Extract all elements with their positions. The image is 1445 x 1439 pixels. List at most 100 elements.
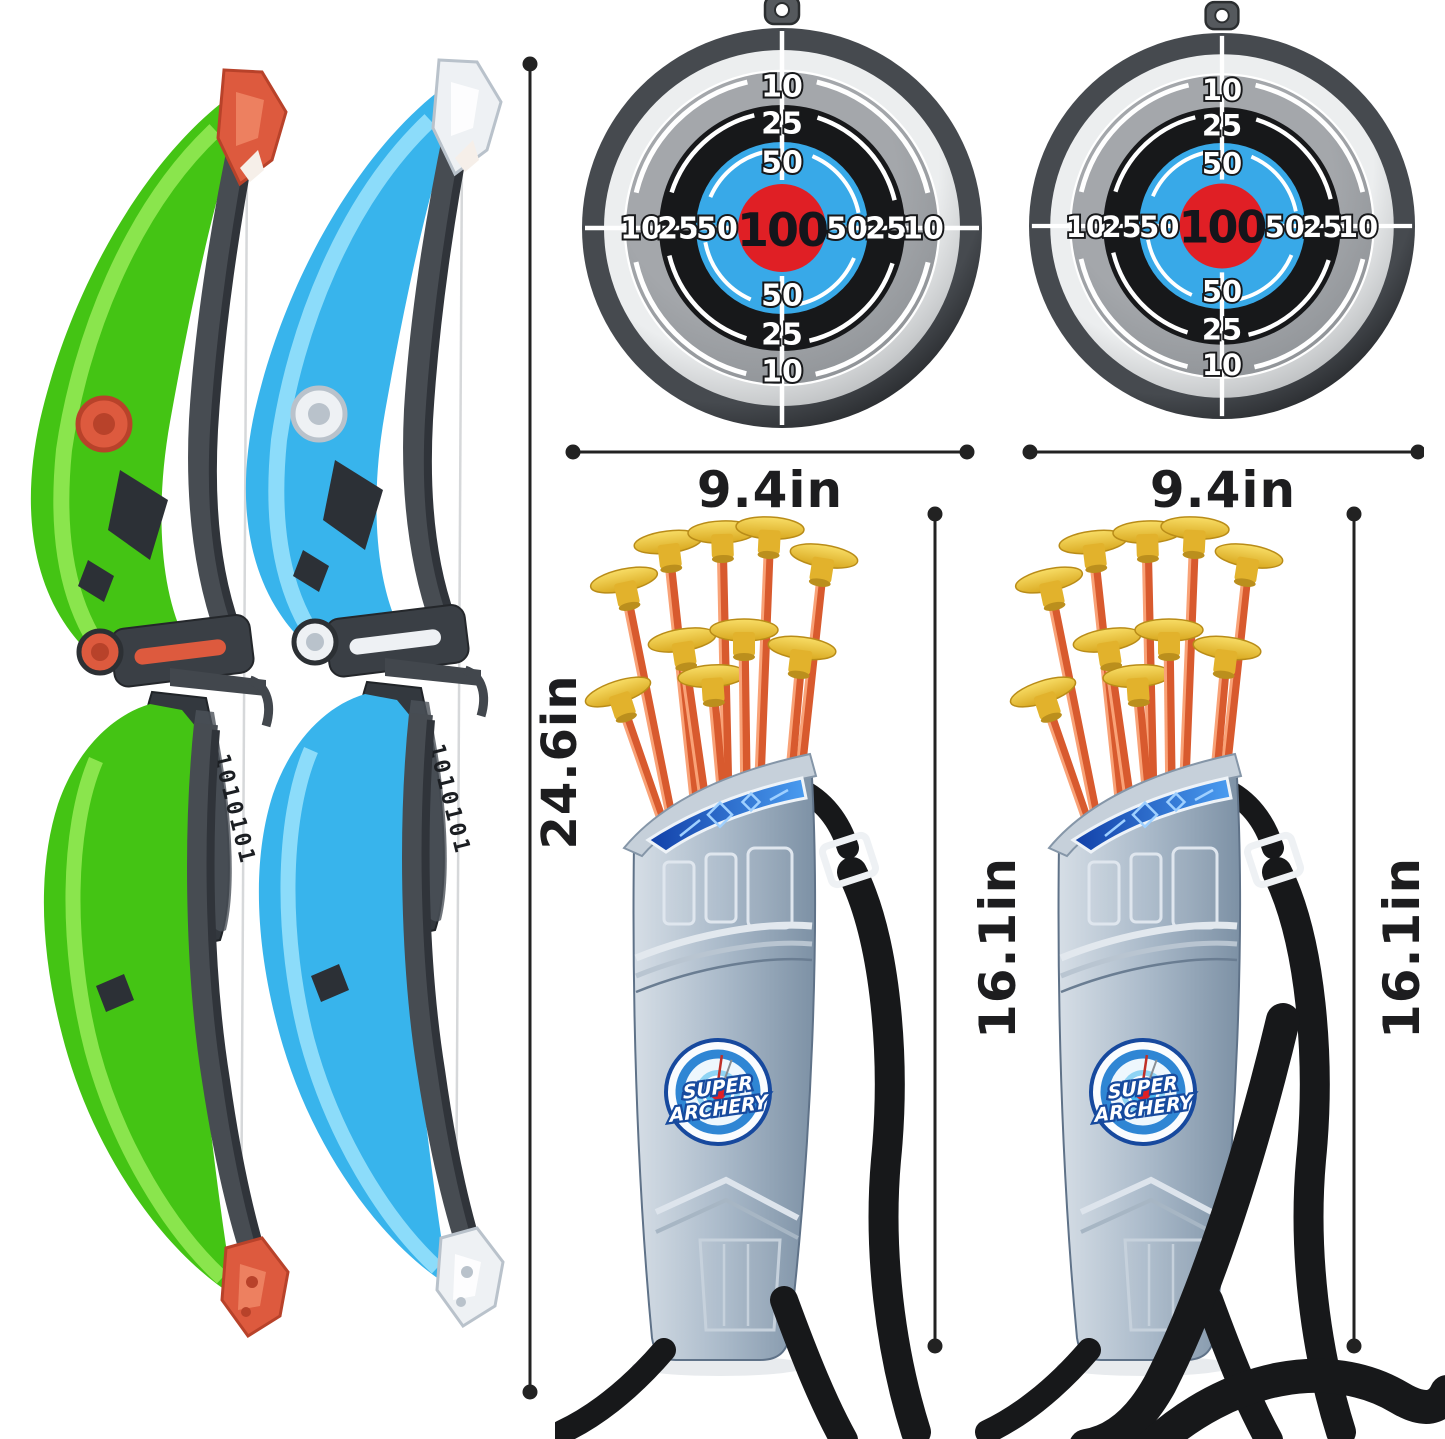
tip-hole [241, 1307, 251, 1317]
band-pattern [1104, 788, 1214, 837]
logo-bullseye [710, 1084, 726, 1100]
limb-chevron [78, 560, 114, 602]
bottom-panel [698, 1238, 782, 1332]
bullseye [738, 184, 826, 272]
arrow-rest [170, 668, 266, 696]
muzzle-bore [91, 643, 109, 661]
ring-value: 10 [1202, 73, 1242, 107]
strap-buckle [1244, 831, 1304, 889]
super-archery-logo: SUPER ARCHERY [664, 1038, 772, 1146]
strap-buckle [819, 831, 879, 889]
launcher-stripe [349, 629, 441, 655]
limb-highlight [268, 114, 436, 630]
spine-edge [208, 119, 260, 628]
limb-chevron [293, 550, 329, 592]
tip-hole [461, 1266, 473, 1278]
bow-upper-spine [188, 109, 261, 637]
shoulder-strap [555, 857, 931, 1439]
collar-ribs [1087, 846, 1219, 930]
target-board: 10 25 50 50 25 10 10 25 50 50 25 10 100 [582, 0, 982, 428]
dimension-endpoint [522, 56, 538, 72]
dimension-line-quiver-height-2 [1346, 506, 1362, 1354]
target-width-label: 9.4in [696, 461, 844, 519]
bow-upper-limb [245, 82, 457, 672]
limb-chevron [96, 974, 134, 1012]
body-bands [634, 921, 813, 994]
ring-value: 50 [1202, 275, 1242, 309]
bows-illustration: 1010101 [30, 58, 505, 1339]
suction-arrow [1207, 543, 1284, 899]
bow-lower-spine [187, 722, 274, 1285]
hanger-tab [763, 0, 801, 26]
bullseye [1179, 183, 1265, 269]
ring-value: 10 [1066, 210, 1106, 244]
ring-value: 50 [696, 212, 738, 247]
tip-facet [451, 82, 479, 136]
limb-highlight [65, 757, 228, 1284]
ring-value: 25 [1302, 210, 1342, 244]
ring-value: 10 [1202, 348, 1242, 382]
joint-wedge [108, 470, 168, 560]
spine-edge [423, 109, 475, 618]
tip-hole [246, 1276, 258, 1288]
dimension-line-set-height [522, 56, 538, 1400]
bow-green-red: 1010101 [30, 68, 290, 1339]
ring-value: 50 [761, 146, 803, 181]
quiver-blue-band [645, 776, 808, 854]
bullseye-value: 100 [737, 203, 827, 257]
arrow-rest [385, 658, 481, 686]
super-archery-logo: SUPER ARCHERY [1089, 1038, 1197, 1146]
limb-highlight [280, 747, 443, 1274]
band-pattern [679, 788, 789, 837]
shoulder-strap-long [1070, 1003, 1445, 1439]
joint-wedge [323, 460, 383, 550]
suction-arrow [584, 676, 705, 935]
ring-value: 10 [761, 355, 803, 390]
rest-bracket [248, 675, 274, 728]
bow-lower-limb [43, 704, 235, 1296]
bottom-chevron [1079, 1176, 1225, 1240]
ring-value: 25 [761, 318, 803, 353]
ring-value: 25 [1202, 109, 1242, 143]
crosshair-lines [585, 31, 979, 425]
guide-arcs [1074, 78, 1370, 374]
dimension-line-target-width-2 [1022, 444, 1424, 460]
ring-value: 50 [1139, 210, 1179, 244]
ring-value: 50 [1202, 146, 1242, 180]
muzzle-bore [306, 633, 324, 651]
spine-edge [421, 719, 487, 1264]
body-bands [1059, 921, 1238, 994]
targets-illustration: 10 25 50 50 25 10 10 25 50 50 25 10 100 [582, 0, 1415, 428]
guide-arcs [629, 75, 935, 381]
limb-knob-center [308, 403, 330, 425]
spine-edge [206, 729, 272, 1274]
quiver-with-arrows: SUPER ARCHERY [975, 516, 1356, 1439]
quiver-height-label: 16.1in [1373, 856, 1431, 1040]
quiver-height-label: 16.1in [969, 856, 1027, 1040]
crosshair-lines [1031, 35, 1413, 417]
ring-value: 50 [1265, 210, 1305, 244]
limb-chevron [311, 964, 349, 1002]
ring-value: 10 [1338, 210, 1378, 244]
logo-bullseye [1135, 1084, 1151, 1100]
launcher-stripe [134, 639, 226, 665]
ring-value: 50 [761, 279, 803, 314]
ring-value: 10 [902, 212, 944, 247]
bowstring [454, 149, 464, 1253]
bow-upper-spine [403, 99, 476, 627]
bowstring [239, 159, 249, 1263]
target-board: 10 25 50 50 25 10 10 25 50 50 25 10 100 [1029, 0, 1415, 419]
dimension-line-quiver-height-1 [927, 506, 943, 1354]
limb-highlight [53, 124, 221, 640]
bow-lower-spine [402, 712, 489, 1275]
quiver-blue-band [1070, 776, 1233, 854]
ring-value: 25 [761, 107, 803, 142]
bullseye-value: 100 [1179, 202, 1266, 253]
tip-nock [240, 150, 264, 182]
tip-facet [236, 92, 264, 146]
bow-blue-white: 1010101 [245, 58, 505, 1329]
target-width-label: 9.4in [1149, 461, 1297, 519]
rest-bracket [463, 665, 489, 718]
ring-value: 10 [620, 212, 662, 247]
